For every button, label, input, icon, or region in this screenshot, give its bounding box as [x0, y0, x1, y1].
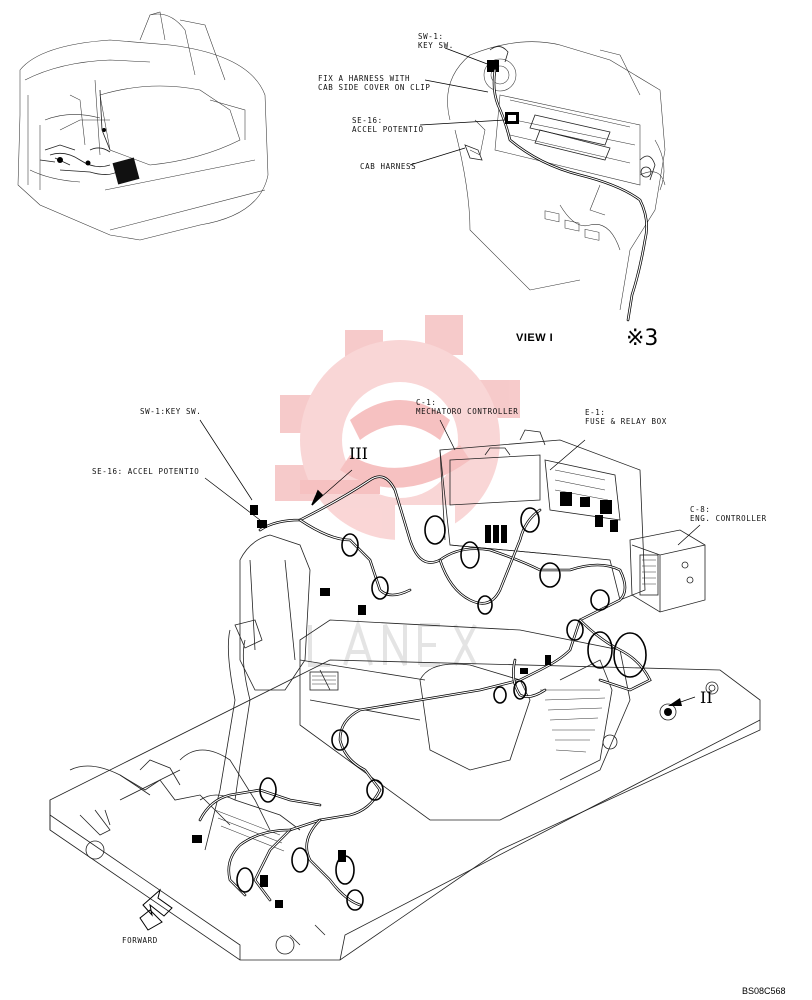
fuse-name: FUSE & RELAY BOX	[585, 417, 667, 426]
view-clip-line-1: FIX A HARNESS WITH	[318, 74, 411, 83]
drawing-code: BS08C568	[742, 986, 786, 996]
view-clip-line-2: CAB SIDE COVER ON CLIP	[318, 83, 431, 92]
fuse-code: E-1:	[585, 408, 606, 417]
mechatoro-code: C-1:	[416, 398, 437, 407]
forward-label: FORWARD	[122, 936, 158, 945]
view-key-sw-label: SW-1: KEY SW.	[418, 32, 454, 50]
view-cab-harness-label: CAB HARNESS	[360, 162, 417, 171]
mechatoro-name: MECHATORO CONTROLLER	[416, 407, 519, 416]
forward-arrow-icon	[139, 888, 173, 931]
view-clip-note: FIX A HARNESS WITH CAB SIDE COVER ON CLI…	[318, 74, 431, 92]
engine-controller-box	[629, 529, 706, 613]
main-harness	[198, 475, 652, 907]
main-key-sw-label: SW-1:KEY SW.	[140, 407, 202, 416]
view-accel-code: SE-16:	[352, 116, 383, 125]
watermark-text-icon	[308, 618, 477, 667]
view-arrow-iii-label: III	[349, 444, 368, 463]
overview-cab-sketch	[17, 11, 269, 241]
view-accel-name: ACCEL POTENTIO	[352, 125, 424, 134]
harness-clamps	[236, 507, 647, 911]
eng-name: ENG. CONTROLLER	[690, 514, 767, 523]
connectors	[192, 505, 618, 908]
view-accel-label: SE-16: ACCEL POTENTIO	[352, 116, 424, 134]
eng-controller-label: C-8: ENG. CONTROLLER	[690, 505, 767, 523]
view-title: VIEW I	[516, 332, 554, 344]
operator-seat	[119, 534, 311, 852]
eng-code: C-8:	[690, 505, 711, 514]
gear-logo-icon	[275, 315, 520, 555]
mechatoro-controller-label: C-1: MECHATORO CONTROLLER	[416, 398, 518, 416]
fuse-relay-box-label: E-1: FUSE & RELAY BOX	[585, 408, 667, 426]
view-key-sw-name: KEY SW.	[418, 41, 454, 50]
main-accel-label: SE-16: ACCEL POTENTIO	[92, 467, 200, 476]
view-i-detail	[409, 41, 666, 322]
view-key-sw-code: SW-1:	[418, 32, 444, 41]
machine-frame	[49, 659, 761, 961]
engine-housing	[299, 619, 631, 821]
section-arrows	[199, 419, 701, 706]
view-arrow-ii-label: II	[700, 688, 713, 707]
view-ref-mark: ※3	[626, 326, 659, 351]
